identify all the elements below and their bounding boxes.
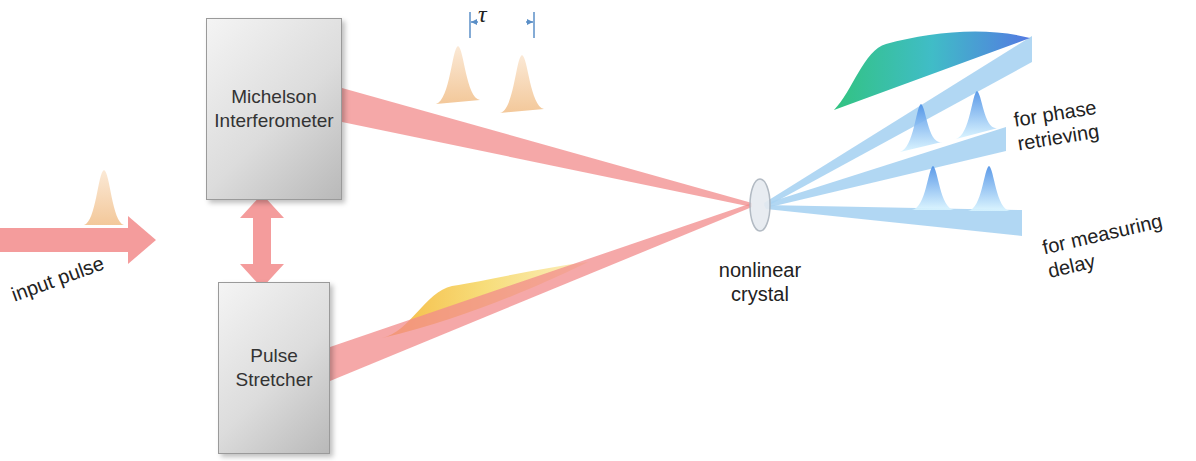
output-pulse-3 [912,166,954,210]
broad-output-pulse [834,31,1030,110]
input-beam-arrow [0,216,156,264]
input-pulse [84,170,124,225]
crystal-label: nonlinear crystal [706,258,814,306]
process-box: Pulse Stretcher [218,282,330,454]
beam-connector [240,194,284,288]
output-label: for measuring delay [1040,205,1187,283]
beam-connector [330,203,752,381]
lens-shape [748,178,772,232]
box-label: Michelson Interferometer [207,85,341,133]
output-pulse-1 [900,104,942,152]
pulse-2 [500,55,544,113]
beam-connector [342,88,752,207]
output-pulse-4 [968,166,1010,211]
pulse-1 [436,46,480,104]
process-box: Michelson Interferometer [206,18,342,200]
nonlinear-crystal: nonlinear crystal [748,178,772,232]
output-pulse-2 [956,91,998,139]
output-label: for phase retrieving [1012,90,1130,155]
delay-symbol: τ [478,0,508,29]
box-label: Pulse Stretcher [219,344,329,392]
output-beam-2 [764,127,1006,208]
